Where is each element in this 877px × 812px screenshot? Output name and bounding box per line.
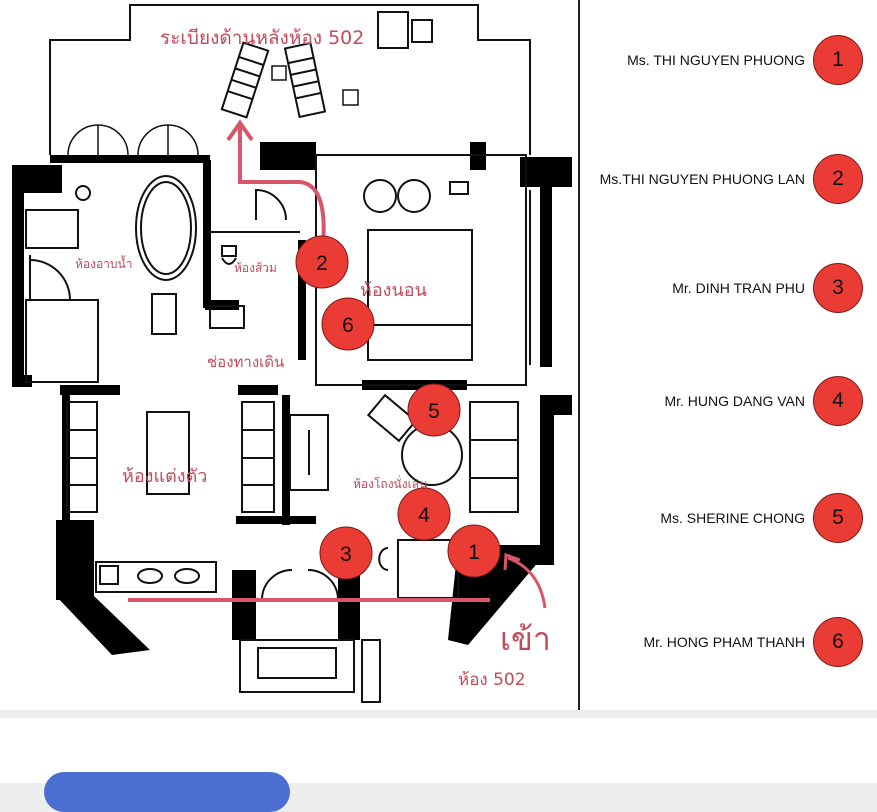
balcony-title: ระเบียงด้านหลังห้อง 502: [160, 27, 364, 49]
legend-number-badge: 5: [813, 493, 863, 543]
entrance-arrow: [503, 552, 547, 609]
legend-number-badge: 2: [813, 154, 863, 204]
floorplan-card: ระเบียงด้านหลังห้อง 502 ห้องอาบน้ำ ห้องส…: [0, 0, 877, 710]
floor-plan: ระเบียงด้านหลังห้อง 502 ห้องอาบน้ำ ห้องส…: [12, 4, 572, 703]
legend-number-badge: 4: [813, 376, 863, 426]
legend-item: Ms. SHERINE CHONG 5: [660, 493, 863, 543]
legend-item: Mr. DINH TRAN PHU 3: [672, 263, 863, 313]
marker-5: 5: [407, 383, 461, 437]
balcony-table: [377, 11, 409, 49]
marker-4: 4: [397, 487, 451, 541]
svg-text:3: 3: [340, 543, 352, 566]
marker-3: 3: [319, 526, 373, 580]
bathroom-label: ห้องอาบน้ำ: [75, 255, 132, 271]
marker-2: 2: [295, 235, 349, 289]
corridor-label: ช่องทางเดิน: [207, 353, 284, 371]
balcony-stool: [271, 65, 287, 81]
balcony-outline: [49, 4, 531, 155]
bedroom-label: ห้องนอน: [360, 280, 427, 301]
svg-text:4: 4: [418, 504, 430, 527]
svg-text:6: 6: [342, 314, 354, 337]
balcony-side-box: [411, 19, 433, 43]
entrance-label: เข้า: [500, 620, 551, 658]
legend-name: Mr. DINH TRAN PHU: [672, 280, 805, 296]
divider-line: [578, 0, 580, 710]
svg-text:5: 5: [428, 400, 440, 423]
legend-item: Ms.THI NGUYEN PHUONG LAN 2: [600, 154, 863, 204]
marker-1: 1: [447, 524, 501, 578]
bottom-action-button[interactable]: [44, 772, 290, 812]
marker-6: 6: [321, 297, 375, 351]
balcony-door-left: [67, 124, 199, 156]
balcony-small-box: [342, 89, 359, 106]
svg-text:2: 2: [316, 252, 328, 275]
legend-name: Mr. HUNG DANG VAN: [664, 393, 805, 409]
legend-number-badge: 6: [813, 617, 863, 667]
lounge-chair-left: [220, 41, 270, 119]
legend-number-badge: 3: [813, 263, 863, 313]
legend-item: Ms. THI NGUYEN PHUONG 1: [627, 35, 863, 85]
legend-item: Mr. HONG PHAM THANH 6: [643, 617, 863, 667]
svg-text:1: 1: [468, 541, 480, 564]
dressing-room-label: ห้องแต่งตัว: [122, 466, 207, 487]
legend-name: Ms. THI NGUYEN PHUONG: [627, 52, 805, 68]
toilet-label: ห้องส้วม: [234, 261, 277, 275]
legend-item: Mr. HUNG DANG VAN 4: [664, 376, 863, 426]
interior-lines: [25, 154, 531, 703]
lounge-chair-right: [283, 41, 327, 119]
play-room-label: ห้องโถงนั่งเล่น: [353, 475, 427, 491]
legend-name: Ms.THI NGUYEN PHUONG LAN: [599, 171, 805, 187]
legend-name: Ms. SHERINE CHONG: [660, 510, 805, 526]
legend-number-badge: 1: [813, 35, 863, 85]
room-502-label: ห้อง 502: [458, 670, 526, 690]
legend-name: Mr. HONG PHAM THANH: [643, 634, 805, 650]
